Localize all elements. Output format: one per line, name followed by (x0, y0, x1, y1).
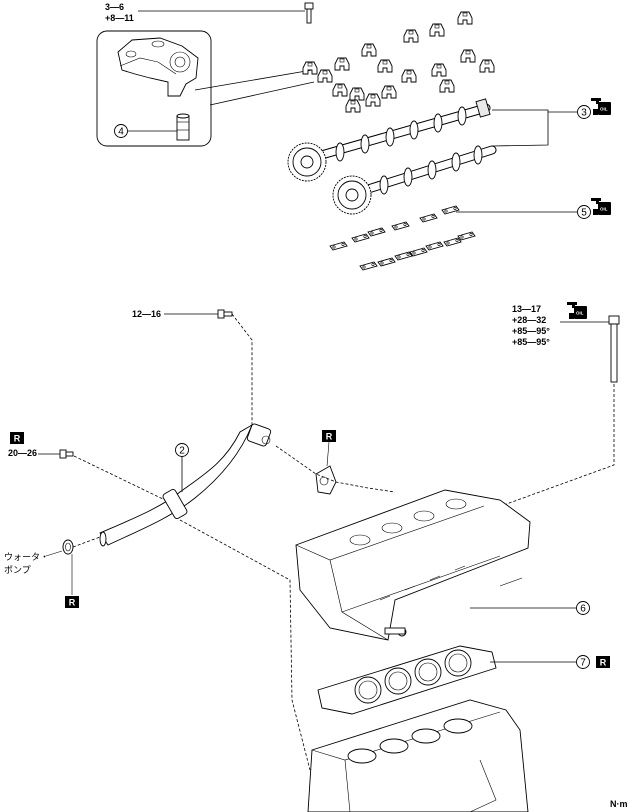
head-bolt-torque-line1: 13—17 (512, 304, 541, 314)
cap-bolt-torque-line1: 3—6 (105, 2, 124, 12)
water-pump-label-line1: ウォータ・ (4, 552, 49, 563)
water-pipe (99, 423, 272, 547)
callout-3-number: 3 (581, 108, 587, 119)
pipe-to-block-guide (179, 519, 311, 771)
pipe-bolt (217, 309, 233, 319)
head-bolt-torque-line4: +85—95° (512, 337, 550, 347)
cam-follower-cluster (329, 205, 476, 271)
exhaust-camshaft (360, 145, 497, 195)
callout-3-leader (491, 109, 549, 147)
pipe-gasket (315, 465, 337, 495)
oil-label: OIL (600, 207, 608, 212)
gasket-badge-line (326, 441, 330, 467)
o-ring-guide (72, 536, 101, 548)
detail-pointer-bottom (209, 81, 315, 106)
water-pump-bolt (59, 449, 74, 459)
water-pump-o-ring (62, 539, 74, 555)
callout-7 (576, 655, 590, 669)
callout-7-number: 7 (580, 658, 586, 669)
water-pump-leader (45, 550, 63, 557)
callout-2-number: 2 (179, 446, 185, 457)
exhaust-cam-sprocket (332, 175, 372, 215)
water-pump-bolt-torque: 20—26 (8, 448, 37, 458)
callout-3 (577, 105, 591, 119)
cylinder-head (295, 489, 531, 641)
callout-5 (577, 205, 591, 219)
replace-badge: R (65, 596, 79, 608)
camshaft-cap-cluster (302, 11, 495, 113)
detail-pointer-top (194, 69, 313, 91)
dowel-pin (176, 113, 190, 141)
callout-2 (175, 443, 189, 457)
cylinder-head-bolt (608, 315, 620, 383)
head-bolt-torque-line2: +28—32 (512, 315, 546, 325)
pipe-bolt-torque: 12—16 (132, 309, 161, 319)
torque-unit-label: N·m (610, 799, 628, 809)
callout-4 (114, 124, 128, 138)
head-bolt-torque-line3: +85—95° (512, 326, 550, 336)
callout-5-number: 5 (581, 208, 587, 219)
head-gasket (317, 645, 497, 715)
oil-can-icon: OIL (591, 98, 611, 115)
pipe-bolt-guide (231, 313, 253, 430)
replace-badge: R (322, 430, 336, 442)
callout-6 (576, 601, 590, 615)
replace-badge: R (10, 432, 24, 444)
intake-camshaft (313, 98, 491, 162)
pump-bolt-guide (73, 455, 166, 501)
replace-badge: R (596, 656, 610, 668)
oil-label: OIL (600, 107, 608, 112)
water-pump-label-line2: ポンプ (4, 565, 31, 576)
pipe-to-head-guide (275, 445, 396, 493)
cap-bolt (304, 2, 314, 24)
cap-bolt-torque-line2: +8—11 (105, 13, 134, 23)
oil-can-icon: OIL (567, 302, 587, 319)
intake-cam-sprocket (287, 142, 327, 182)
replace-label: R (69, 598, 76, 608)
callout-6-number: 6 (580, 604, 586, 615)
cylinder-block (307, 699, 529, 812)
head-bolt-guide (489, 384, 615, 511)
callout-4-number: 4 (118, 127, 124, 138)
oil-can-icon: OIL (591, 198, 611, 215)
cam-cap-detail-part (117, 37, 199, 97)
replace-label: R (14, 434, 21, 444)
oil-label: OIL (576, 311, 584, 316)
replace-label: R (600, 658, 607, 668)
replace-label: R (326, 432, 333, 442)
